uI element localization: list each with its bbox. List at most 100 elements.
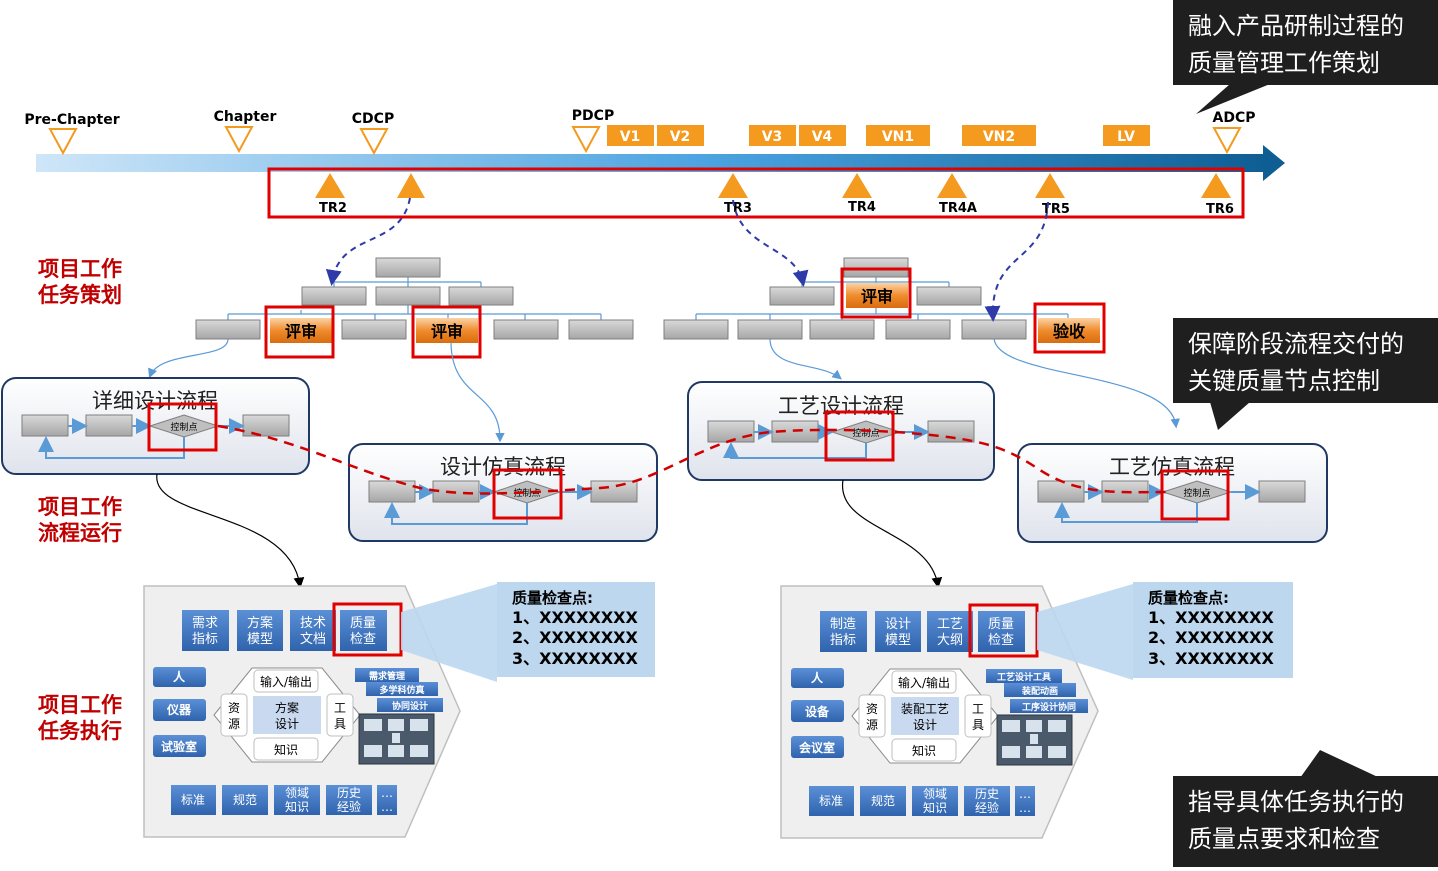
review-highlight xyxy=(264,305,335,359)
resource-label: 会议室 xyxy=(799,740,835,755)
resource-lab xyxy=(153,735,206,757)
milestone-marker xyxy=(359,128,389,156)
wbs-node xyxy=(809,319,875,340)
resource-box-label: 源 xyxy=(866,718,878,732)
review-marker xyxy=(937,173,967,198)
wbs-review-node xyxy=(270,318,332,343)
control-point-highlight xyxy=(147,402,218,452)
checkpoint-box xyxy=(497,582,655,677)
tool-item xyxy=(986,669,1062,683)
tool-screenshot xyxy=(358,713,435,765)
callout-text: 保障阶段流程交付的 xyxy=(1188,330,1404,358)
task-center-label: 设计 xyxy=(913,718,937,732)
review-marker xyxy=(1035,173,1065,198)
exec-top-item-label: 文档 xyxy=(300,632,326,647)
version-box-vn2 xyxy=(962,125,1036,146)
resource-box xyxy=(858,694,886,738)
wbs-acceptance-node xyxy=(1038,318,1100,343)
version-label: LV xyxy=(1117,129,1135,145)
knowledge-label: 知识 xyxy=(912,744,936,758)
flow-process-design: 工艺设计流程 控制点 xyxy=(687,381,995,481)
section-label-execution: 项目工作 xyxy=(38,693,122,717)
version-box-v3 xyxy=(749,125,796,146)
knowledge-label: 知识 xyxy=(274,743,298,757)
tool-item-label: 工艺设计工具 xyxy=(997,671,1051,683)
exec-bottom-item-label: … xyxy=(381,786,393,800)
wbs-node xyxy=(448,286,514,306)
wbs-tree-right: 评审 验收 xyxy=(663,257,1106,354)
flow-step xyxy=(242,414,290,437)
review-marker xyxy=(718,173,748,198)
callout-pointer xyxy=(1210,402,1250,430)
milestone-label: ADCP xyxy=(1213,110,1256,126)
wbs-node xyxy=(916,286,982,306)
version-box-vn1 xyxy=(866,125,930,146)
review-marker xyxy=(1201,173,1231,198)
callout-pointer xyxy=(1196,84,1270,114)
tool-item xyxy=(1004,683,1076,697)
version-box-v2 xyxy=(657,125,704,146)
control-point-highlight xyxy=(1160,469,1230,521)
exec-top-item-label: 质量 xyxy=(988,617,1014,632)
milestone-cdcp: CDCP xyxy=(352,111,394,156)
execution-panel-right: 制造 指标 设计 模型 工艺 大纲 质量 检查 质量检查点: 1、XXXXXXX… xyxy=(780,582,1293,839)
tool-box xyxy=(326,693,354,737)
resource-person xyxy=(791,668,844,688)
io-box xyxy=(253,669,319,693)
resource-meeting-room xyxy=(791,736,844,758)
exec-bottom-item-label: 标准 xyxy=(819,794,843,808)
exec-bottom-item-label: 标准 xyxy=(181,793,205,807)
resource-label: 试验室 xyxy=(161,739,197,754)
control-point-label: 控制点 xyxy=(513,487,540,499)
flow-title: 详细设计流程 xyxy=(92,389,218,413)
tool-box-label: 工 xyxy=(334,701,346,715)
review-label-tr3: TR3 xyxy=(724,201,752,216)
tool-item-label: 协同设计 xyxy=(392,700,428,712)
wbs-tree-left: 评审 评审 xyxy=(195,257,634,359)
task-center-label: 方案 xyxy=(275,700,299,715)
section-labels: 项目工作 任务策划 项目工作 流程运行 项目工作 任务执行 xyxy=(37,257,122,743)
exec-bottom-item xyxy=(222,785,268,815)
milestone-label: Chapter xyxy=(214,109,277,125)
callout-control: 保障阶段流程交付的 关键质量节点控制 xyxy=(1173,318,1438,430)
wbs-node xyxy=(301,286,367,306)
wbs-review-label: 评审 xyxy=(431,322,463,341)
callout-pointer xyxy=(1300,750,1380,778)
review-links xyxy=(325,197,1049,322)
section-label-planning: 任务策划 xyxy=(37,283,122,307)
wbs-review-label: 评审 xyxy=(861,287,893,306)
task-center xyxy=(253,696,321,734)
exec-top-item-label: 制造 xyxy=(830,617,856,632)
exec-bottom-item-label: … xyxy=(381,800,393,814)
exec-top-item-label: 技术 xyxy=(300,616,326,631)
callout-execution: 指导具体任务执行的 质量点要求和检查 xyxy=(1173,750,1438,867)
flow-step xyxy=(707,420,755,443)
exec-top-item xyxy=(290,610,336,651)
callout-text: 关键质量节点控制 xyxy=(1188,367,1380,395)
milestone-label: CDCP xyxy=(352,111,394,127)
section-label-process: 流程运行 xyxy=(38,521,122,545)
timeline: Pre-Chapter Chapter CDCP PDCP ADCP V1 V2… xyxy=(24,108,1285,219)
flow-step xyxy=(590,480,638,503)
checkpoint-pointer xyxy=(401,584,497,682)
tool-item-label: 需求管理 xyxy=(369,670,405,682)
io-box xyxy=(891,670,957,694)
flow-detail-design: 详细设计流程 控制点 xyxy=(1,377,310,475)
exec-bottom-item xyxy=(274,785,320,815)
exec-bottom-item-label: 知识 xyxy=(285,800,309,814)
review-label-tr2: TR2 xyxy=(319,201,347,216)
callout-text: 质量管理工作策划 xyxy=(1188,49,1380,77)
exec-bottom-item-label: … xyxy=(1019,787,1031,801)
exec-bottom-item xyxy=(377,785,397,815)
review-label-tr5: TR5 xyxy=(1042,202,1070,217)
milestone-marker xyxy=(571,126,601,154)
exec-bottom-item xyxy=(171,785,216,815)
control-point-highlight xyxy=(492,468,563,520)
section-label-planning: 项目工作 xyxy=(38,257,122,281)
wbs-acceptance-label: 验收 xyxy=(1053,322,1085,341)
checkpoint-item: 3、XXXXXXXX xyxy=(1148,649,1274,668)
milestone-marker xyxy=(1212,127,1242,155)
milestone-label: PDCP xyxy=(572,108,614,124)
io-label: 输入/输出 xyxy=(898,675,950,690)
flow-step xyxy=(85,414,133,437)
